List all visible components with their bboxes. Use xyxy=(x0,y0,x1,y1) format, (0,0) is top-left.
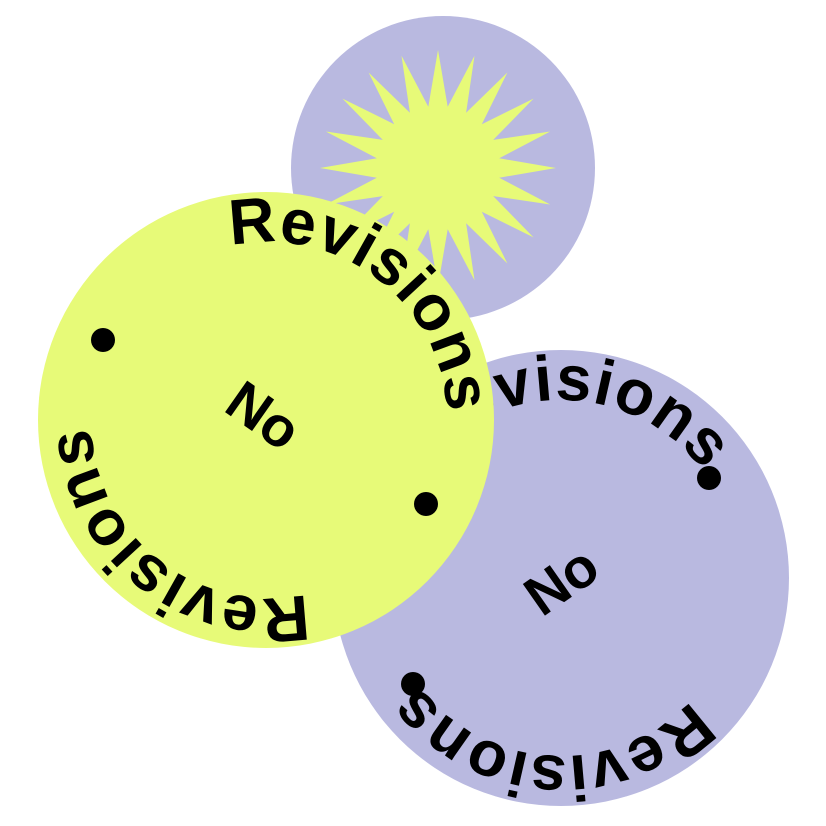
lime-badge-dot-right xyxy=(414,492,438,516)
lime-badge-dot-left xyxy=(91,328,115,352)
lavender-badge-dot-left xyxy=(401,672,425,696)
lavender-badge-dot-right xyxy=(697,466,721,490)
lime-badge-circle xyxy=(38,192,494,648)
starburst-icon xyxy=(320,50,556,286)
